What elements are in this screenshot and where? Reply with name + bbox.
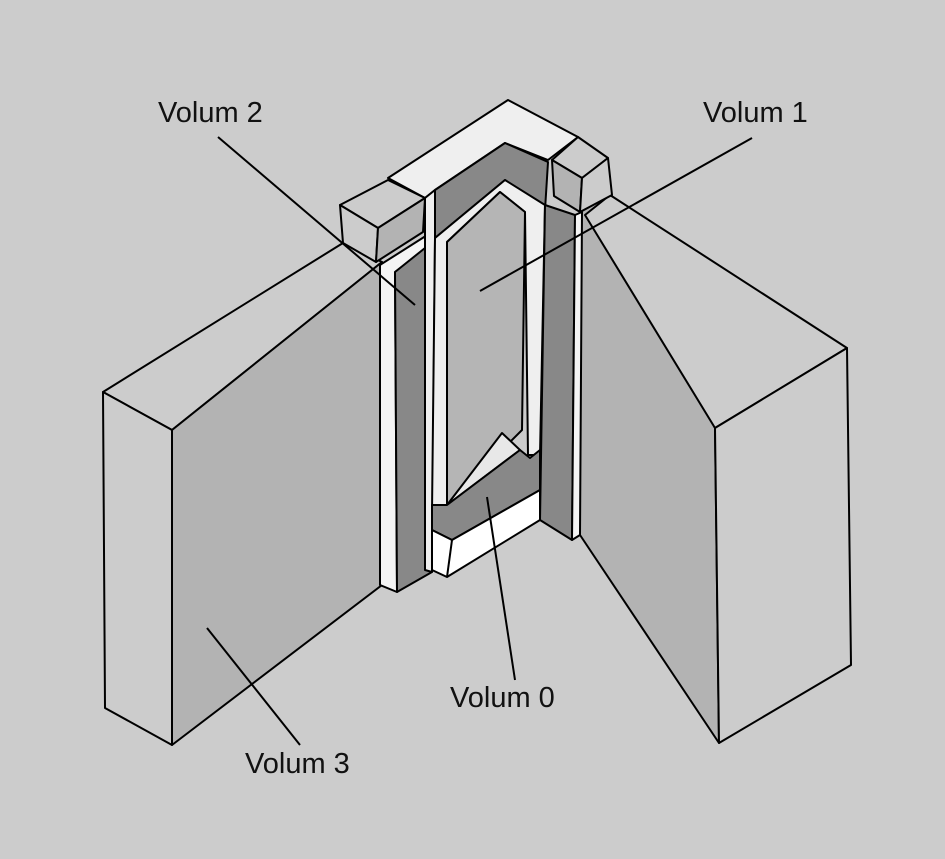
label-volum-0: Volum 0	[450, 682, 555, 714]
left-block-front	[102, 391, 173, 746]
label-volum-2: Volum 2	[158, 97, 263, 129]
volume-1-core	[446, 191, 526, 506]
right-cap-side	[579, 157, 613, 213]
left-cap-side	[375, 197, 426, 263]
label-volum-3: Volum 3	[245, 748, 350, 780]
label-volum-1: Volum 1	[703, 97, 808, 129]
leader-volum-3	[206, 627, 301, 746]
leader-volum-1	[479, 137, 753, 292]
central-cutaway	[339, 99, 613, 593]
left-wall-block	[102, 242, 383, 746]
right-wall-block	[579, 194, 852, 744]
leader-volum-2	[217, 136, 416, 306]
leader-volum-0	[486, 496, 516, 681]
right-white-strip	[571, 211, 583, 541]
right-block-front	[714, 347, 852, 744]
